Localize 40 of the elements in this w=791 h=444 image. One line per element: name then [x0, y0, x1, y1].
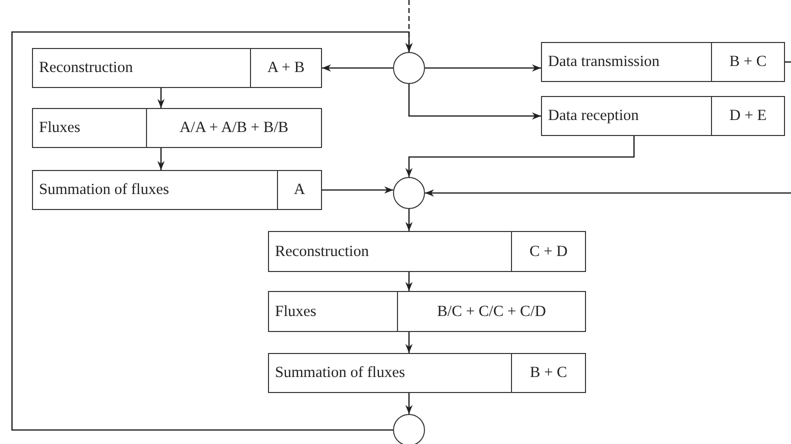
step-label: Summation of fluxes: [38, 180, 170, 200]
step-label: Summation of fluxes: [274, 363, 406, 383]
formula-label: B/C + C/C + C/D: [397, 292, 585, 331]
formula-label: B + C: [711, 43, 784, 81]
step-label: Reconstruction: [274, 242, 370, 262]
arrow: [405, 332, 413, 353]
arrow: [157, 148, 165, 170]
formula-label: A: [277, 171, 321, 209]
arrow: [425, 64, 541, 72]
arrow: [425, 189, 791, 197]
formula-label: A + B: [250, 49, 321, 87]
step-label: Data reception: [547, 106, 640, 126]
arrow: [405, 136, 635, 177]
process-box: [32, 48, 322, 88]
arrow: [405, 209, 413, 231]
step-label: Data transmission: [547, 52, 660, 72]
formula-label: D + E: [711, 97, 784, 135]
step-label: Reconstruction: [38, 58, 134, 78]
step-label: Fluxes: [38, 118, 82, 138]
arrow: [405, 272, 413, 291]
formula-label: A/A + A/B + B/B: [146, 109, 321, 147]
formula-label: B + C: [511, 354, 585, 392]
arrow: [405, 393, 413, 414]
formula-label: C + D: [511, 232, 585, 271]
junction-circle: [393, 177, 425, 209]
process-box: [541, 42, 785, 82]
process-box: [268, 231, 586, 272]
step-label: Fluxes: [274, 302, 318, 322]
junction-circle: [393, 52, 425, 84]
process-box: [541, 96, 785, 136]
process-box: [32, 108, 322, 148]
process-box: [32, 170, 322, 210]
arrow: [322, 186, 394, 194]
process-box: [268, 291, 586, 332]
junction-circle: [393, 414, 425, 444]
arrow: [11, 31, 413, 431]
arrow: [322, 64, 393, 72]
arrow: [408, 84, 541, 120]
process-box: [268, 353, 586, 393]
arrow: [157, 88, 165, 108]
